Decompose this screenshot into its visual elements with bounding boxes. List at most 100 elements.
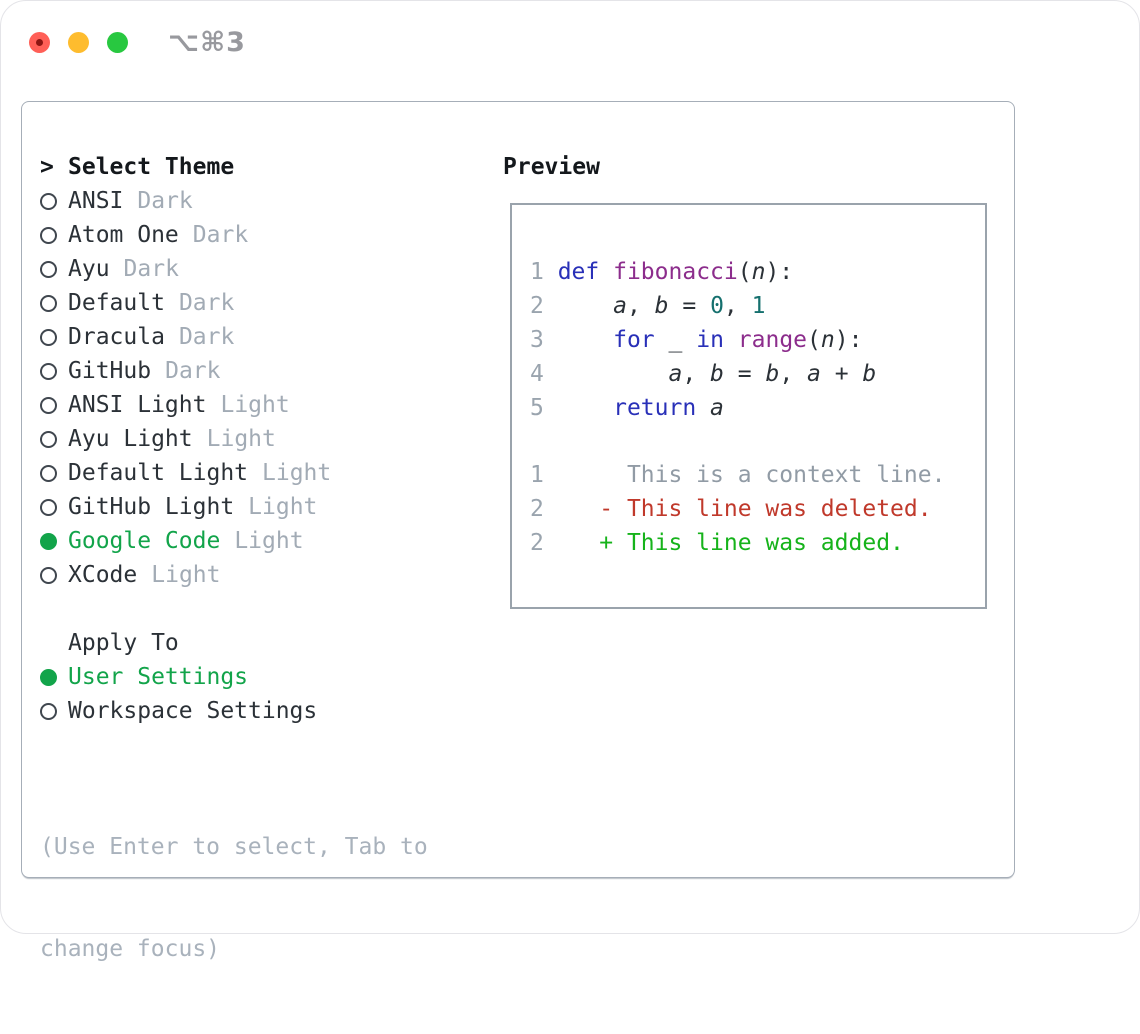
- code-token-pl: ):: [834, 327, 863, 353]
- radio-icon: [40, 328, 68, 346]
- theme-variant: Light: [234, 528, 304, 554]
- code-token-var: n: [820, 327, 835, 353]
- code-token-kw: in: [696, 327, 724, 353]
- theme-variant: Light: [206, 426, 276, 452]
- help-text: (Use Enter to select, Tab to change focu…: [40, 762, 490, 1034]
- theme-variant: Dark: [137, 188, 193, 214]
- diff-preview: 1 This is a context line.2 - This line w…: [530, 458, 977, 560]
- code-token-var: a: [807, 361, 821, 387]
- code-token-pl: (: [807, 327, 821, 353]
- code-token-var: a: [613, 293, 627, 319]
- option-label: ANSI Light: [68, 392, 207, 418]
- radio-icon: [40, 668, 68, 686]
- code-token-pl: [558, 293, 613, 319]
- diff-text: This is a context line.: [599, 462, 946, 488]
- theme-option[interactable]: Dracula Dark: [40, 320, 490, 354]
- code-token-pl: ):: [765, 259, 794, 285]
- code-line: 2 a, b = 0, 1: [530, 289, 977, 323]
- code-token-pl: (: [737, 259, 752, 285]
- minimize-button[interactable]: [68, 32, 89, 53]
- line-number: 3: [530, 327, 558, 353]
- theme-option[interactable]: Google Code Light: [40, 524, 490, 558]
- code-token-kw: for: [613, 327, 655, 353]
- option-label: Workspace Settings: [68, 698, 318, 724]
- option-label: XCode: [68, 562, 138, 588]
- spacer: [40, 592, 490, 626]
- theme-variant: Dark: [165, 358, 221, 384]
- code-token-pl: [558, 327, 613, 353]
- theme-option[interactable]: XCode Light: [40, 558, 490, 592]
- code-token-pl: [724, 327, 738, 353]
- titlebar: ⌥⌘3: [29, 27, 246, 58]
- radio-icon: [40, 362, 68, 380]
- radio-icon: [40, 566, 68, 584]
- code-token-pl: [558, 395, 613, 421]
- line-number: 5: [530, 395, 558, 421]
- theme-variant: Light: [151, 562, 221, 588]
- theme-variant: Dark: [123, 256, 179, 282]
- line-number: 1: [530, 259, 558, 285]
- radio-icon: [40, 192, 68, 210]
- apply-to-header-row: Apply To: [40, 626, 490, 660]
- code-token-lit: 0: [710, 293, 724, 319]
- zoom-button[interactable]: [107, 32, 128, 53]
- radio-icon: [40, 294, 68, 312]
- radio-icon: [40, 260, 68, 278]
- window-shortcut-title: ⌥⌘3: [168, 27, 246, 58]
- line-number: 2: [530, 496, 600, 522]
- apply-to-option[interactable]: Workspace Settings: [40, 694, 490, 728]
- line-number: 2: [530, 293, 558, 319]
- code-token-var: b: [765, 361, 780, 387]
- theme-option[interactable]: ANSI Light Light: [40, 388, 490, 422]
- code-token-var: b: [654, 293, 669, 319]
- theme-variant: Light: [248, 494, 318, 520]
- option-label: Dracula: [68, 324, 165, 350]
- close-button[interactable]: [29, 32, 50, 53]
- code-token-var: _: [668, 327, 683, 353]
- code-line: 5 return a: [530, 391, 977, 425]
- theme-variant: Dark: [178, 324, 235, 350]
- help-line-1: (Use Enter to select, Tab to: [40, 834, 428, 860]
- apply-to-option[interactable]: User Settings: [40, 660, 490, 694]
- spacer: [40, 728, 490, 762]
- code-token-var: a: [668, 361, 683, 387]
- line-number: 2: [530, 530, 600, 556]
- diff-line-deleted: 2 - This line was deleted.: [530, 492, 977, 526]
- code-token-pl: [599, 259, 613, 285]
- option-label: Google Code: [68, 528, 221, 554]
- code-token-pl: [696, 395, 710, 421]
- theme-variant: Dark: [192, 222, 249, 248]
- select-theme-header: Select Theme: [68, 154, 235, 180]
- option-label: Atom One: [68, 222, 179, 248]
- theme-option[interactable]: Ayu Light Light: [40, 422, 490, 456]
- option-label: Ayu Light: [68, 426, 193, 452]
- code-token-pl: ,: [779, 361, 808, 387]
- code-token-pl: ,: [626, 293, 655, 319]
- line-number: 4: [530, 361, 558, 387]
- radio-icon: [40, 532, 68, 550]
- code-token-pl: +: [820, 361, 863, 387]
- radio-icon: [40, 226, 68, 244]
- theme-option[interactable]: Atom One Dark: [40, 218, 490, 252]
- code-token-fn: fibonacci: [613, 259, 738, 285]
- code-token-kw: return: [613, 395, 697, 421]
- help-line-2: change focus): [40, 936, 221, 962]
- code-token-pl: ,: [723, 293, 752, 319]
- code-token-var: b: [862, 361, 877, 387]
- code-token-lit: 1: [751, 293, 766, 319]
- theme-variant: Light: [220, 392, 290, 418]
- option-label: Ayu: [68, 256, 110, 282]
- select-theme-header-row: > Select Theme: [40, 150, 490, 184]
- diff-text: + This line was added.: [599, 530, 904, 556]
- theme-option[interactable]: Ayu Dark: [40, 252, 490, 286]
- code-token-kw: def: [557, 259, 600, 285]
- code-token-var: n: [751, 259, 766, 285]
